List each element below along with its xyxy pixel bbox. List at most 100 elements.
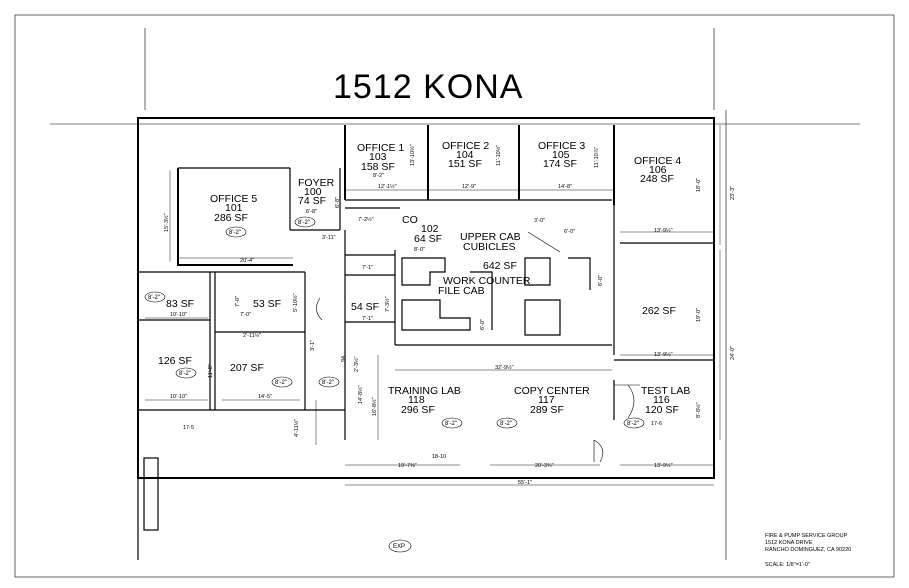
svg-text:7'-3½": 7'-3½" — [384, 296, 391, 312]
svg-text:94: 94 — [341, 356, 347, 362]
svg-text:120 SF: 120 SF — [645, 404, 679, 416]
interior-walls — [138, 125, 714, 440]
svg-text:20'-3¾": 20'-3¾" — [535, 463, 554, 469]
svg-text:6'-8": 6'-8" — [306, 209, 317, 215]
svg-text:8'-0": 8'-0" — [414, 247, 425, 253]
svg-text:6'-0": 6'-0" — [598, 275, 604, 286]
svg-text:8'-2": 8'-2" — [298, 220, 310, 226]
svg-text:TEST LAB: TEST LAB — [641, 385, 690, 397]
svg-text:7'-2½": 7'-2½" — [358, 216, 374, 223]
svg-text:8'-8½": 8'-8½" — [695, 402, 702, 418]
svg-text:3'-11": 3'-11" — [322, 235, 336, 241]
svg-text:13'-10½": 13'-10½" — [409, 144, 416, 166]
svg-text:10'-10": 10'-10" — [170, 312, 187, 318]
svg-text:32'-9½": 32'-9½" — [495, 364, 514, 371]
svg-text:OFFICE 4: OFFICE 4 — [634, 155, 681, 167]
svg-text:55'-1": 55'-1" — [518, 480, 532, 486]
svg-text:8'-2": 8'-2" — [322, 380, 334, 386]
ceiling-height-tags: 8'-2" 8'-2" 8'-2" 8'-2" 8'-2" 8'-2" 8'-2… — [144, 216, 645, 429]
dimension-text: 8'-2" 12'-1½" 12'-9" 14'-8" 6'-8" 7'-2½"… — [170, 173, 673, 486]
svg-text:286 SF: 286 SF — [214, 212, 248, 224]
svg-text:18'-0": 18'-0" — [696, 178, 702, 192]
svg-text:2'-3½": 2'-3½" — [353, 356, 360, 372]
svg-text:3'-1": 3'-1" — [310, 340, 316, 351]
svg-text:19'-7⅜": 19'-7⅜" — [398, 463, 417, 469]
room-area-207: 207 SF — [230, 362, 264, 374]
svg-text:64 SF: 64 SF — [414, 233, 442, 245]
svg-text:OFFICE 2: OFFICE 2 — [442, 140, 489, 152]
svg-text:11'-10⅞": 11'-10⅞" — [594, 147, 600, 168]
room-co: CO 102 64 SF — [402, 214, 442, 245]
svg-text:18-10: 18-10 — [432, 454, 446, 460]
svg-text:SCALE: 1/8"=1'-0": SCALE: 1/8"=1'-0" — [765, 562, 810, 568]
room-office-4: OFFICE 4 106 248 SF — [634, 155, 681, 185]
svg-text:11'-10½": 11'-10½" — [495, 145, 502, 166]
svg-text:118: 118 — [408, 394, 425, 406]
svg-text:CUBICLES: CUBICLES — [463, 241, 516, 253]
svg-text:COPY CENTER: COPY CENTER — [514, 385, 590, 397]
svg-text:104: 104 — [456, 149, 474, 161]
svg-text:102: 102 — [421, 223, 439, 235]
svg-text:248 SF: 248 SF — [640, 173, 674, 185]
svg-text:13'-9½": 13'-9½" — [654, 462, 673, 469]
exit-tag: EXP — [393, 544, 405, 550]
svg-text:19'-0": 19'-0" — [696, 308, 702, 322]
room-office-1: OFFICE 1 103 158 SF — [357, 142, 404, 173]
svg-text:FILE CAB: FILE CAB — [438, 285, 485, 297]
building-title: 1512 KONA — [333, 68, 523, 106]
exit-marker — [388, 539, 412, 553]
svg-text:8'-2": 8'-2" — [627, 421, 639, 427]
svg-text:8'-2": 8'-2" — [373, 173, 384, 179]
room-area-126: 126 SF — [158, 355, 192, 367]
cubicles — [401, 231, 591, 336]
room-office-3: OFFICE 3 105 174 SF — [538, 140, 585, 170]
svg-text:7'-0": 7'-0" — [235, 296, 241, 307]
svg-text:8'-2": 8'-2" — [275, 380, 287, 386]
svg-text:6'-0": 6'-0" — [480, 319, 486, 330]
svg-text:13'-9½": 13'-9½" — [654, 227, 673, 234]
svg-text:RANCHO DOMINGUEZ, CA 90220: RANCHO DOMINGUEZ, CA 90220 — [765, 547, 851, 553]
room-area-54: 54 SF — [351, 301, 379, 313]
grid-lines — [50, 28, 860, 560]
svg-text:OFFICE 3: OFFICE 3 — [538, 140, 585, 152]
room-office-5: OFFICE 5 101 286 SF — [210, 193, 257, 224]
svg-text:12'-9": 12'-9" — [462, 184, 476, 190]
svg-text:14'-8": 14'-8" — [558, 184, 572, 190]
svg-text:FOYER: FOYER — [298, 177, 335, 189]
svg-text:14'-8½": 14'-8½" — [357, 385, 364, 404]
room-area-83: 83 SF — [166, 298, 194, 310]
svg-text:OFFICE 1: OFFICE 1 — [357, 142, 404, 154]
svg-text:WORK COUNTER: WORK COUNTER — [443, 275, 531, 287]
svg-text:20'-4": 20'-4" — [240, 258, 254, 264]
svg-text:5'-10½": 5'-10½" — [292, 293, 299, 312]
svg-text:2'-11½": 2'-11½" — [243, 332, 261, 339]
svg-text:106: 106 — [649, 164, 667, 176]
room-office-2: OFFICE 2 104 151 SF — [442, 140, 489, 170]
svg-text:3'-0": 3'-0" — [534, 218, 545, 224]
svg-text:8'-2": 8'-2" — [445, 421, 457, 427]
svg-text:12'-1½": 12'-1½" — [378, 183, 397, 190]
room-training-lab: TRAINING LAB 118 296 SF — [388, 385, 461, 416]
svg-text:101: 101 — [225, 202, 243, 214]
svg-text:17-5: 17-5 — [183, 425, 194, 431]
svg-text:117: 117 — [538, 394, 555, 406]
svg-text:8'-2": 8'-2" — [500, 421, 512, 427]
svg-text:103: 103 — [369, 151, 387, 163]
room-area-53: 53 SF — [253, 298, 281, 310]
svg-text:7'-1": 7'-1" — [362, 316, 373, 322]
svg-text:13'-9½": 13'-9½" — [654, 351, 673, 358]
svg-text:74 SF: 74 SF — [298, 195, 326, 207]
svg-text:100: 100 — [304, 186, 322, 198]
svg-text:151 SF: 151 SF — [448, 158, 482, 170]
title-block: FIRE & PUMP SERVICE GROUP 1512 KONA DRIV… — [765, 533, 851, 568]
drawing-border — [14, 14, 895, 578]
svg-text:16'-8½": 16'-8½" — [371, 397, 378, 416]
svg-text:TRAINING LAB: TRAINING LAB — [388, 385, 461, 397]
svg-text:174 SF: 174 SF — [543, 158, 577, 170]
svg-text:24'-0": 24'-0" — [730, 346, 736, 360]
svg-text:116: 116 — [653, 394, 670, 406]
svg-text:4'-11½": 4'-11½" — [293, 419, 300, 437]
svg-text:642 SF: 642 SF — [483, 260, 517, 272]
room-area-262: 262 SF — [642, 305, 676, 317]
